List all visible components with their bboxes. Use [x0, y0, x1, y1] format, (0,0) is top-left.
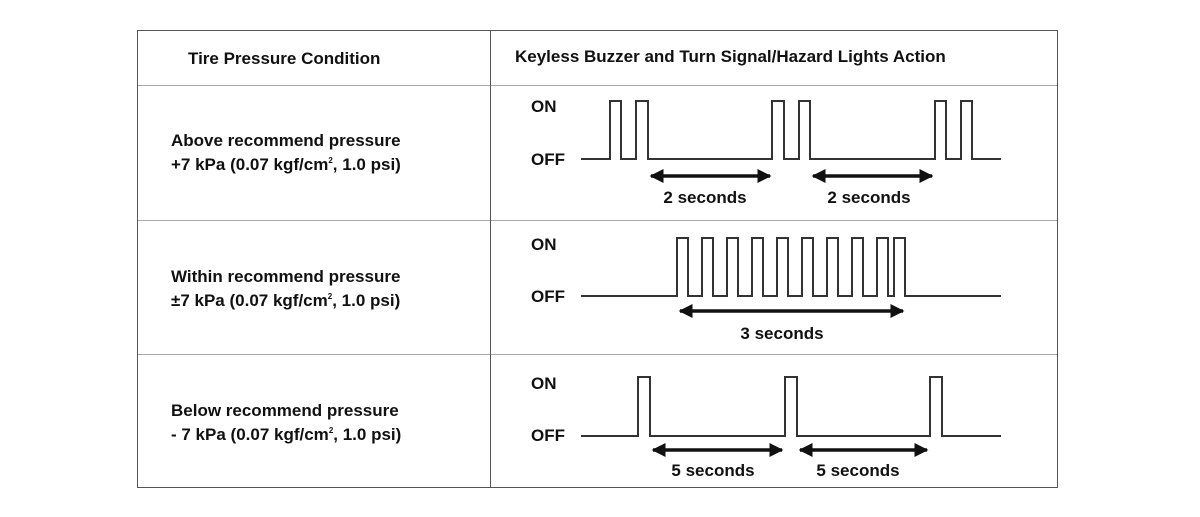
interval-label-row3-1: 5 seconds [671, 461, 754, 480]
header-condition: Tire Pressure Condition [188, 49, 381, 68]
on-label-row3: ON [531, 374, 557, 393]
interval-label-row3-2: 5 seconds [816, 461, 899, 480]
condition-above-line2: +7 kPa (0.07 kgf/cm2, 1.0 psi) [171, 155, 401, 174]
off-label-row1: OFF [531, 150, 565, 169]
condition-within-line2: ±7 kPa (0.07 kgf/cm2, 1.0 psi) [171, 291, 401, 310]
pressure-action-table: Tire Pressure Condition Keyless Buzzer a… [137, 30, 1058, 488]
condition-within: Within recommend pressure ±7 kPa (0.07 k… [171, 267, 400, 311]
header-action: Keyless Buzzer and Turn Signal/Hazard Li… [515, 47, 946, 66]
signal-wave-row2 [581, 237, 1001, 297]
off-label-row2: OFF [531, 287, 565, 306]
condition-above-line1: Above recommend pressure [171, 131, 401, 150]
condition-below: Below recommend pressure - 7 kPa (0.07 k… [171, 401, 401, 445]
header-divider [138, 85, 1057, 86]
on-label-row1: ON [531, 97, 557, 116]
condition-below-line1: Below recommend pressure [171, 401, 399, 420]
signal-wave-row1 [581, 100, 1001, 160]
row-divider-1 [138, 220, 1057, 221]
row-divider-2 [138, 354, 1057, 355]
interval-label-row1-1: 2 seconds [663, 188, 746, 207]
signal-wave-row3 [581, 376, 1001, 437]
column-divider [490, 31, 491, 487]
condition-within-line1: Within recommend pressure [171, 267, 401, 286]
condition-above: Above recommend pressure +7 kPa (0.07 kg… [171, 131, 401, 175]
interval-label-row1-2: 2 seconds [827, 188, 910, 207]
condition-below-line2: - 7 kPa (0.07 kgf/cm2, 1.0 psi) [171, 425, 402, 444]
on-label-row2: ON [531, 235, 557, 254]
off-label-row3: OFF [531, 426, 565, 445]
interval-label-row2: 3 seconds [740, 324, 823, 343]
